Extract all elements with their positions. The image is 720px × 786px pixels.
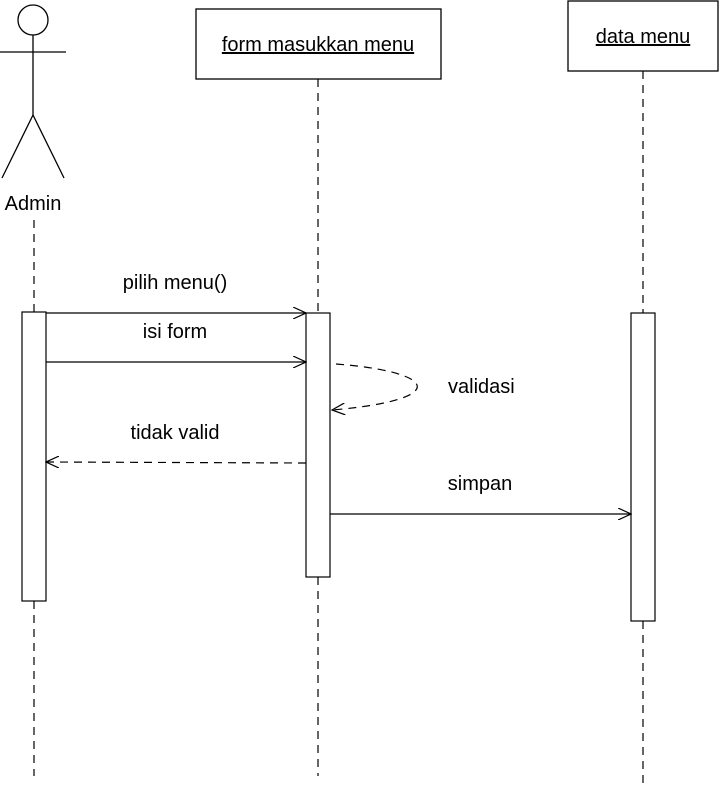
message-label: simpan [448,473,512,495]
message-pilih-menu: pilih menu() [46,272,306,313]
activation-form [305,312,331,578]
message-isi-form: isi form [46,321,306,362]
message-simpan: simpan [330,473,631,514]
object-label: data menu [596,26,691,48]
message-label: isi form [143,321,207,343]
message-label: validasi [448,376,515,398]
message-tidak-valid: tidak valid [46,422,307,463]
actor-label: Admin [5,193,62,215]
activation-admin [21,311,47,602]
actor-admin: Admin [0,4,66,215]
object-label: form masukkan menu [222,34,414,56]
message-label: pilih menu() [123,272,227,294]
message-label: tidak valid [131,422,220,444]
message-validasi: validasi [332,363,515,410]
activation-data [630,312,656,622]
object-form-masukkan-menu: form masukkan menu [195,8,442,80]
object-data-menu: data menu [567,0,719,72]
stick-figure-icon [0,4,66,179]
